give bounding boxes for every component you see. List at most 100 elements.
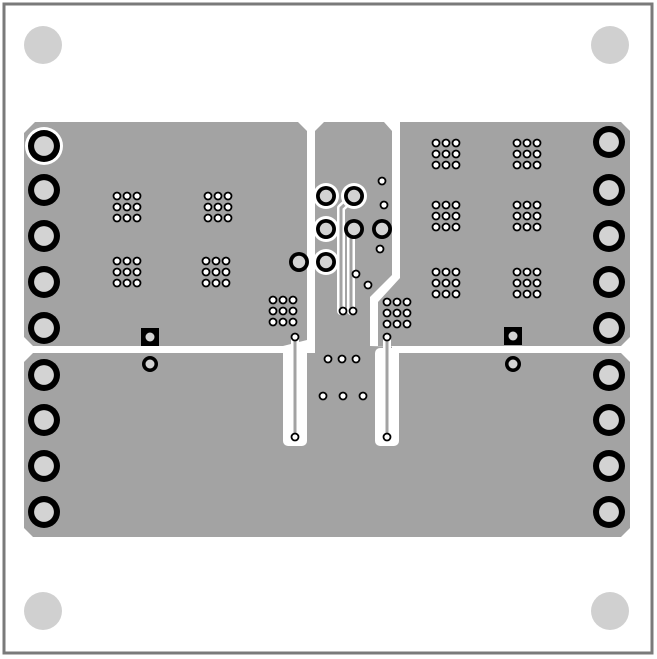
- via-icon: [522, 289, 532, 299]
- pad-hole: [599, 180, 619, 200]
- via-icon: [512, 222, 522, 232]
- via-icon: [382, 319, 392, 329]
- via-icon: [392, 308, 402, 318]
- via-icon: [278, 295, 288, 305]
- via-icon: [379, 200, 389, 210]
- via-icon: [290, 332, 300, 342]
- via-icon: [512, 211, 522, 221]
- via-icon: [318, 391, 328, 401]
- copper-pour-top-right: [378, 122, 630, 346]
- via-icon: [431, 211, 441, 221]
- pad-hole: [319, 255, 333, 269]
- via-icon: [532, 200, 542, 210]
- via-icon: [338, 306, 348, 316]
- via-icon: [112, 267, 122, 277]
- via-icon: [431, 289, 441, 299]
- mounting-hole-icon: [591, 592, 629, 630]
- pad-hole: [347, 189, 361, 203]
- pad-hole: [34, 318, 54, 338]
- via-icon: [290, 432, 300, 442]
- via-icon: [221, 267, 231, 277]
- via-icon: [132, 191, 142, 201]
- pad-hole: [34, 502, 54, 522]
- via-icon: [522, 278, 532, 288]
- via-icon: [431, 138, 441, 148]
- via-icon: [112, 256, 122, 266]
- via-icon: [441, 138, 451, 148]
- via-icon: [402, 308, 412, 318]
- via-icon: [132, 202, 142, 212]
- via-icon: [268, 306, 278, 316]
- via-icon: [201, 256, 211, 266]
- copper-pour-bottom: [24, 122, 630, 537]
- pad-hole: [599, 272, 619, 292]
- components: [24, 26, 629, 630]
- via-icon: [203, 213, 213, 223]
- via-icon: [377, 176, 387, 186]
- via-icon: [532, 160, 542, 170]
- pad-hole: [34, 272, 54, 292]
- via-icon: [211, 256, 221, 266]
- via-icon: [112, 278, 122, 288]
- via-icon: [441, 149, 451, 159]
- via-icon: [112, 202, 122, 212]
- via-icon: [512, 289, 522, 299]
- via-icon: [221, 256, 231, 266]
- via-icon: [122, 278, 132, 288]
- via-icon: [532, 138, 542, 148]
- via-icon: [201, 278, 211, 288]
- pad-hole: [508, 331, 518, 341]
- via-icon: [132, 267, 142, 277]
- via-icon: [431, 160, 441, 170]
- pad-hole: [319, 189, 333, 203]
- pad-hole: [508, 359, 518, 369]
- via-icon: [451, 289, 461, 299]
- via-icon: [512, 278, 522, 288]
- via-icon: [338, 391, 348, 401]
- via-icon: [223, 213, 233, 223]
- via-icon: [441, 211, 451, 221]
- via-icon: [441, 267, 451, 277]
- mounting-hole-icon: [24, 26, 62, 64]
- via-icon: [451, 222, 461, 232]
- pad-hole: [319, 222, 333, 236]
- via-icon: [122, 267, 132, 277]
- via-icon: [441, 200, 451, 210]
- via-icon: [522, 138, 532, 148]
- via-icon: [431, 278, 441, 288]
- pad-hole: [599, 226, 619, 246]
- via-icon: [323, 354, 333, 364]
- via-icon: [522, 200, 532, 210]
- via-icon: [431, 222, 441, 232]
- via-icon: [201, 267, 211, 277]
- via-icon: [382, 297, 392, 307]
- via-icon: [268, 295, 278, 305]
- via-icon: [382, 308, 392, 318]
- via-icon: [512, 200, 522, 210]
- pad-hole: [34, 410, 54, 430]
- via-icon: [522, 149, 532, 159]
- via-icon: [392, 319, 402, 329]
- via-icon: [337, 354, 347, 364]
- via-icon: [451, 267, 461, 277]
- pad-hole: [292, 255, 306, 269]
- via-icon: [441, 222, 451, 232]
- via-icon: [288, 317, 298, 327]
- pad-hole: [34, 456, 54, 476]
- via-icon: [363, 280, 373, 290]
- via-icon: [351, 354, 361, 364]
- clearance-gap: [307, 346, 315, 353]
- pad-hole: [599, 318, 619, 338]
- via-icon: [223, 191, 233, 201]
- via-icon: [203, 191, 213, 201]
- via-icon: [512, 149, 522, 159]
- via-icon: [122, 191, 132, 201]
- via-icon: [203, 202, 213, 212]
- pad-hole: [599, 132, 619, 152]
- pad-hole: [34, 136, 54, 156]
- via-icon: [512, 267, 522, 277]
- copper-pours: [24, 122, 632, 537]
- clearance-gap: [392, 346, 632, 353]
